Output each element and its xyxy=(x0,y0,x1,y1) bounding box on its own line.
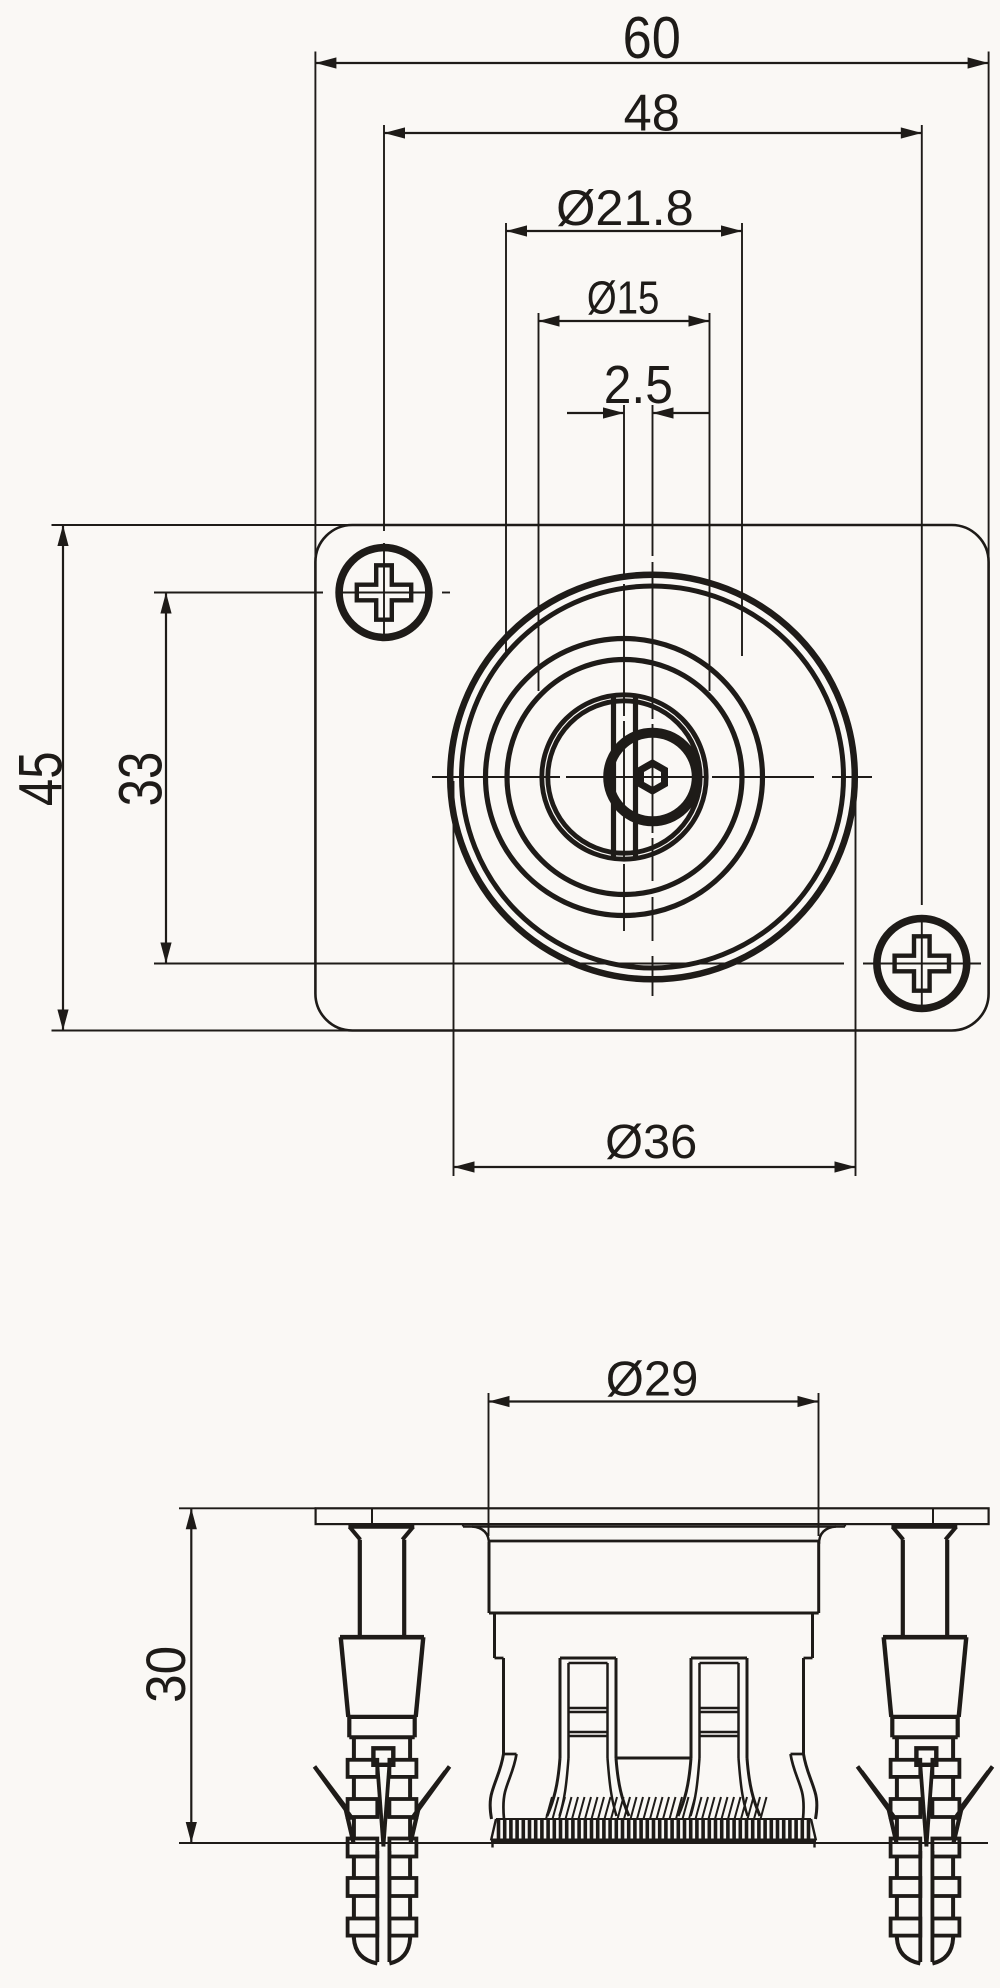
svg-text:30: 30 xyxy=(136,1646,197,1703)
svg-text:Ø21.8: Ø21.8 xyxy=(556,179,694,236)
svg-text:33: 33 xyxy=(106,752,174,807)
svg-text:Ø15: Ø15 xyxy=(587,272,659,324)
svg-text:Ø29: Ø29 xyxy=(606,1353,699,1407)
svg-text:45: 45 xyxy=(6,751,74,806)
svg-text:2.5: 2.5 xyxy=(604,354,673,414)
svg-text:48: 48 xyxy=(624,84,680,142)
svg-text:Ø36: Ø36 xyxy=(605,1115,697,1169)
svg-text:60: 60 xyxy=(623,4,681,71)
